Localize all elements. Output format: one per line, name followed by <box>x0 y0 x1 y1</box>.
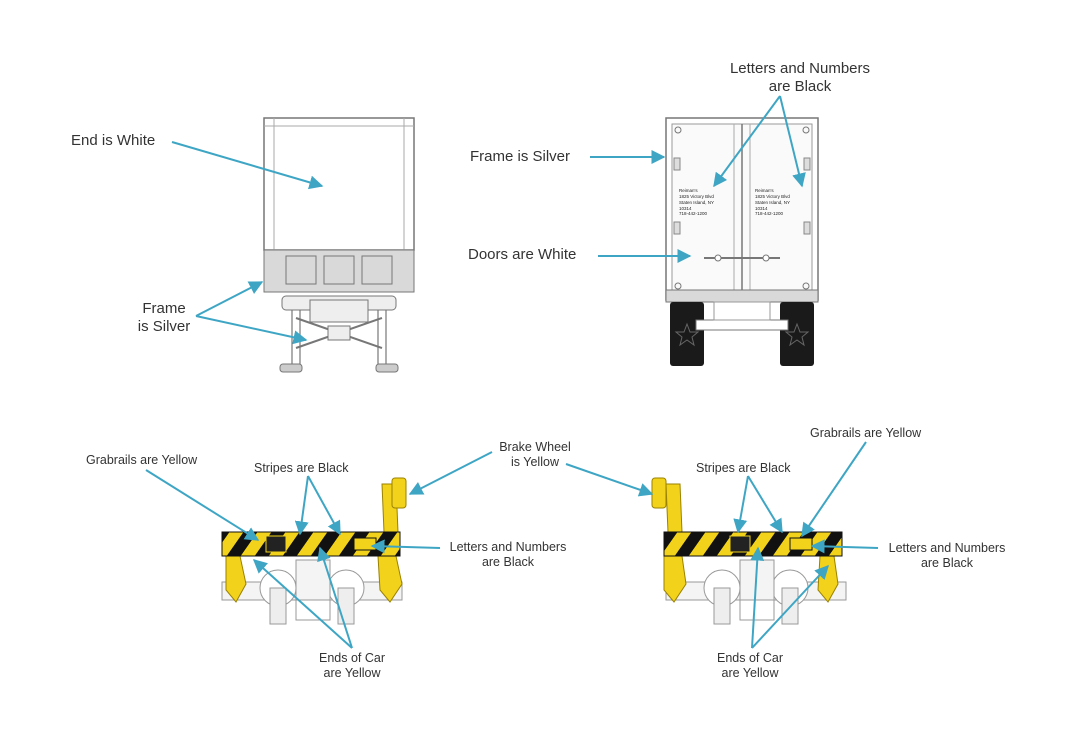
label-line: Letters and Numbers <box>729 60 871 77</box>
label-grabrails-left: Grabrails are Yellow <box>86 453 198 467</box>
trailer-front-end <box>263 117 415 373</box>
label-frame-is-silver-right: Frame is Silver <box>470 148 571 165</box>
label-letters-numbers-left: Letters and Numbers are Black <box>438 540 578 570</box>
label-line: Ends of Car <box>318 651 385 665</box>
label-letters-numbers-top: Letters and Numbers are Black <box>700 60 900 96</box>
arrow-ends-left-a <box>317 546 353 649</box>
label-frame-is-silver-left: Frame is Silver <box>118 300 210 336</box>
arrow-end-white <box>171 141 324 190</box>
label-stripes-left: Stripes are Black <box>254 461 349 475</box>
label-doors-are-white: Doors are White <box>468 246 577 263</box>
label-line: are Black <box>920 556 974 570</box>
label-line: Ends of Car <box>716 651 783 665</box>
label-line: are Yellow <box>721 666 779 680</box>
label-line: is Silver <box>137 318 191 335</box>
label-line: are Yellow <box>323 666 381 680</box>
label-line: Letters and Numbers <box>449 540 567 554</box>
arrow-letters-top-b <box>779 95 806 188</box>
arrow-stripes-right-a <box>733 475 749 534</box>
label-letters-numbers-right: Letters and Numbers are Black <box>876 541 1018 571</box>
arrow-ends-right-a <box>750 546 765 649</box>
callout-arrows <box>145 95 879 649</box>
arrow-letters-left <box>370 539 441 554</box>
arrow-grabrails-left <box>145 469 260 541</box>
arrow-frame-silver-a <box>195 281 264 317</box>
arrow-letters-right <box>810 539 879 554</box>
label-ends-right: Ends of Car are Yellow <box>700 651 800 681</box>
label-line: are Black <box>481 555 535 569</box>
label-stripes-right: Stripes are Black <box>696 461 791 475</box>
arrow-stripes-left-a <box>294 475 309 536</box>
arrow-brake-wheel-right <box>565 463 654 497</box>
label-grabrails-right: Grabrails are Yellow <box>810 426 922 440</box>
label-line: Letters and Numbers <box>888 541 1006 555</box>
arrow-ends-right-b <box>751 564 829 649</box>
arrow-ends-left-b <box>252 559 353 649</box>
door-lettering-right: Reiman's 1825 Victory Blvd Staten Island… <box>755 188 791 217</box>
label-line: are Black <box>768 78 832 95</box>
label-line: is Yellow <box>511 455 559 469</box>
railcar-end-left <box>221 477 407 625</box>
label-brake-wheel: Brake Wheel is Yellow <box>480 440 590 470</box>
label-end-is-white: End is White <box>71 132 156 149</box>
railcar-end-right <box>651 477 847 625</box>
arrow-frame-silver-b <box>195 315 308 345</box>
arrow-letters-top-a <box>713 95 781 188</box>
arrow-stripes-left-b <box>307 475 341 536</box>
label-line: Brake Wheel <box>499 440 571 454</box>
door-lettering-left: Reiman's 1825 Victory Blvd Staten Island… <box>679 188 715 217</box>
arrow-stripes-right-b <box>747 475 783 534</box>
label-line: Frame <box>142 300 186 317</box>
arrow-grabrails-right <box>801 441 867 538</box>
label-ends-left: Ends of Car are Yellow <box>302 651 402 681</box>
arrow-brake-wheel-left <box>408 451 493 495</box>
